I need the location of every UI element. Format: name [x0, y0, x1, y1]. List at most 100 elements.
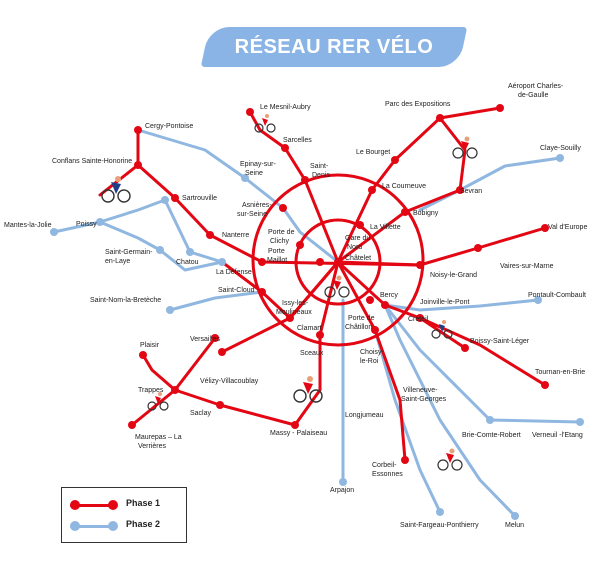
station-dot: [541, 381, 549, 389]
station-dot: [316, 258, 324, 266]
station-dot: [461, 344, 469, 352]
station-dot: [301, 176, 309, 184]
station-dot: [216, 401, 224, 409]
station-dot: [96, 218, 104, 226]
label-issy-1: Issy-les-: [282, 300, 309, 307]
station-dot: [281, 144, 289, 152]
label-epinay-1: Epinay-sur-: [240, 161, 276, 168]
legend-label-phase1: Phase 1: [126, 498, 161, 508]
legend-dot: [108, 521, 118, 531]
label-melun: Melun: [505, 522, 524, 529]
legend: Phase 1 Phase 2: [61, 487, 187, 543]
station-dot: [556, 154, 564, 162]
label-creteil: Créteil: [408, 316, 429, 323]
cyclist-icon: [293, 376, 323, 403]
legend-dot: [108, 500, 118, 510]
phase2-line-breteche: [168, 290, 264, 312]
station-dot: [134, 161, 142, 169]
label-plaisir: Plaisir: [140, 342, 160, 349]
station-dot: [456, 186, 464, 194]
station-dot: [334, 258, 342, 266]
phase1-stations: [128, 104, 549, 464]
label-nanterre: Nanterre: [222, 232, 249, 239]
label-poissy: Poissy: [76, 221, 97, 228]
phase2-line-melun: [383, 303, 517, 518]
legend-dot: [70, 521, 80, 531]
station-dot: [171, 386, 179, 394]
station-dot: [296, 241, 304, 249]
label-joinville: Joinville-le-Pont: [420, 299, 469, 306]
phase1-outer-ring: [251, 173, 425, 347]
station-dot: [366, 296, 374, 304]
label-clamart: Clamart: [297, 325, 322, 332]
label-maurepas-2: Verrières: [138, 443, 167, 450]
legend-row-phase2: Phase 2: [70, 518, 182, 534]
phase2-line-stfargeau: [373, 328, 442, 514]
label-val-europe: Val d'Europe: [548, 224, 587, 231]
cyclist-icon: [431, 320, 453, 339]
station-dot: [171, 194, 179, 202]
label-claye: Claye-Souilly: [540, 145, 581, 152]
phase1-lines: [98, 106, 547, 462]
label-bobigny: Bobigny: [413, 210, 439, 217]
label-asnieres-1: Asnières-: [242, 202, 272, 209]
station-dot: [381, 301, 389, 309]
station-dot: [218, 258, 226, 266]
label-saclay: Saclay: [190, 410, 212, 417]
station-dot: [291, 421, 299, 429]
label-la-courneuve: La Courneuve: [382, 183, 426, 190]
label-arpajon: Arpajon: [330, 487, 354, 494]
label-mesnil: Le Mesnil-Aubry: [260, 104, 311, 111]
phase1-line-tournan: [418, 316, 547, 387]
cyclist-icon: [147, 392, 169, 411]
label-choisy-1: Choisy-: [360, 349, 384, 356]
label-bercy: Bercy: [380, 292, 398, 299]
label-trappes: Trappes: [138, 387, 164, 394]
station-dot: [258, 258, 266, 266]
cyclist-icons: [101, 114, 478, 471]
label-porte-maillot-2: Maillot: [267, 257, 287, 264]
station-dot: [401, 208, 409, 216]
label-velizy: Vélizy-Villacoublay: [200, 378, 259, 385]
label-corbeil-2: Essonnes: [372, 471, 403, 478]
label-chatou: Chatou: [176, 259, 199, 266]
cyclist-icon: [452, 136, 478, 159]
label-saint-denis-2: Denis: [312, 172, 330, 179]
label-le-bourget: Le Bourget: [356, 149, 390, 156]
label-porte-chatillon-1: Porte de: [348, 315, 375, 322]
station-dot: [356, 221, 364, 229]
station-dot: [391, 156, 399, 164]
station-dot: [474, 244, 482, 252]
label-verneuil: Verneuil -l'Etang: [532, 432, 583, 439]
phase1-line-massy: [173, 260, 340, 427]
label-pontault: Pontault-Combault: [528, 292, 586, 299]
label-porte-clichy-2: Clichy: [270, 238, 290, 245]
station-dot: [134, 126, 142, 134]
station-dot: [316, 331, 324, 339]
label-versailles: Versailles: [190, 336, 220, 343]
station-dot: [541, 224, 549, 232]
label-mantes: Mantes-la-Jolie: [4, 222, 52, 229]
label-noisy: Noisy-le-Grand: [430, 272, 477, 279]
label-cdg-2: de-Gaulle: [518, 92, 548, 99]
station-dot: [534, 296, 542, 304]
station-dot: [416, 314, 424, 322]
label-epinay-2: Seine: [245, 170, 263, 177]
phase1-line-valeurope: [336, 226, 547, 267]
station-dot: [218, 348, 226, 356]
label-sgl-2: en-Laye: [105, 258, 130, 265]
label-choisy-2: le-Roi: [360, 358, 379, 365]
label-chatelet: Châtelet: [345, 255, 371, 262]
legend-swatch-phase2: [70, 525, 116, 528]
cyclist-icon: [437, 448, 463, 471]
label-sartrouville: Sartrouville: [182, 195, 217, 202]
station-dot: [166, 306, 174, 314]
label-la-villette: La Villette: [370, 224, 401, 231]
station-dot: [279, 204, 287, 212]
station-dot: [436, 114, 444, 122]
phase1-line-corbeil: [336, 260, 407, 462]
label-boissy: Boissy-Saint-Léger: [470, 338, 530, 345]
station-dot: [186, 248, 194, 256]
label-asnieres-2: sur-Seine: [237, 211, 267, 218]
